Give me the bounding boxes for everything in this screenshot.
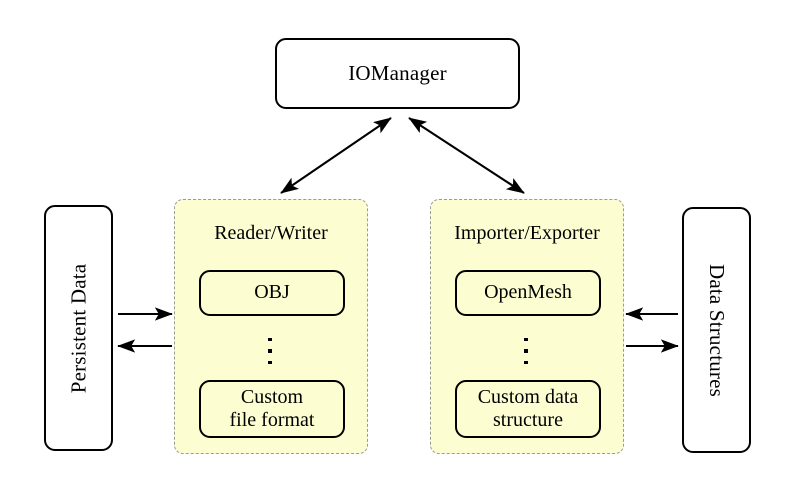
box-obj[interactable]: OBJ bbox=[199, 270, 345, 316]
box-custom-file-format[interactable]: Custom file format bbox=[199, 380, 345, 438]
box-openmesh-label: OpenMesh bbox=[484, 281, 572, 304]
iomanager-label: IOManager bbox=[348, 61, 447, 85]
persistent-data-label: Persistent Data bbox=[66, 263, 90, 393]
box-custom-data-structure[interactable]: Custom data structure bbox=[455, 380, 601, 438]
persistent-data-box[interactable]: Persistent Data bbox=[44, 205, 113, 451]
panel-reader-writer-title: Reader/Writer bbox=[214, 222, 328, 244]
iomanager-box[interactable]: IOManager bbox=[275, 38, 520, 109]
box-custom-data-structure-label-line1: Custom data bbox=[477, 385, 579, 408]
ellipsis-importer-exporter bbox=[524, 338, 528, 364]
box-custom-file-format-label-line1: Custom bbox=[240, 385, 304, 408]
panel-importer-exporter: Importer/Exporter OpenMesh Custom data s… bbox=[430, 199, 624, 454]
panel-importer-exporter-title: Importer/Exporter bbox=[454, 222, 600, 244]
data-structures-box[interactable]: Data Structures bbox=[682, 207, 751, 453]
ellipsis-reader-writer bbox=[268, 338, 272, 364]
box-obj-label: OBJ bbox=[254, 281, 290, 304]
data-structures-label: Data Structures bbox=[705, 263, 730, 397]
arrow-readerwriter-iomanager bbox=[280, 117, 392, 194]
box-custom-data-structure-label-line2: structure bbox=[493, 409, 563, 431]
box-custom-file-format-label-line2: file format bbox=[229, 409, 315, 431]
panel-reader-writer: Reader/Writer OBJ Custom file format bbox=[174, 199, 368, 454]
box-openmesh[interactable]: OpenMesh bbox=[455, 270, 601, 316]
arrow-importerexporter-iomanager bbox=[408, 117, 525, 194]
